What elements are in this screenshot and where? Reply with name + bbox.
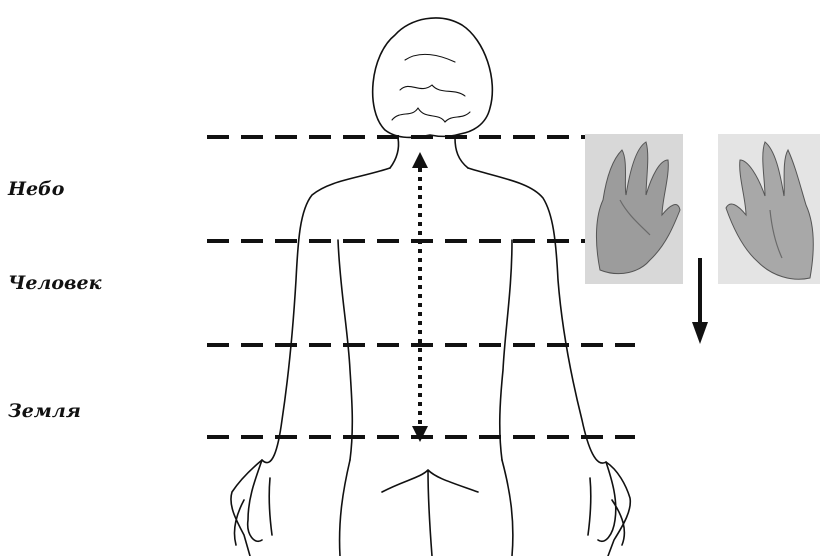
spine-double-arrow <box>412 152 428 442</box>
hip-right <box>502 460 513 556</box>
left-hand-photo <box>585 134 683 284</box>
hand-left <box>234 460 272 545</box>
buttocks <box>382 470 478 556</box>
head-outline <box>373 18 493 137</box>
hip-left <box>340 460 350 556</box>
right-hand-photo <box>718 134 820 284</box>
hair-curls <box>392 54 470 122</box>
inner-arm-left <box>338 240 352 460</box>
torso-outline <box>231 168 390 556</box>
human-back-figure <box>231 18 630 556</box>
down-arrow-icon <box>692 258 708 344</box>
inner-arm-right <box>500 240 512 460</box>
neck <box>390 138 468 168</box>
